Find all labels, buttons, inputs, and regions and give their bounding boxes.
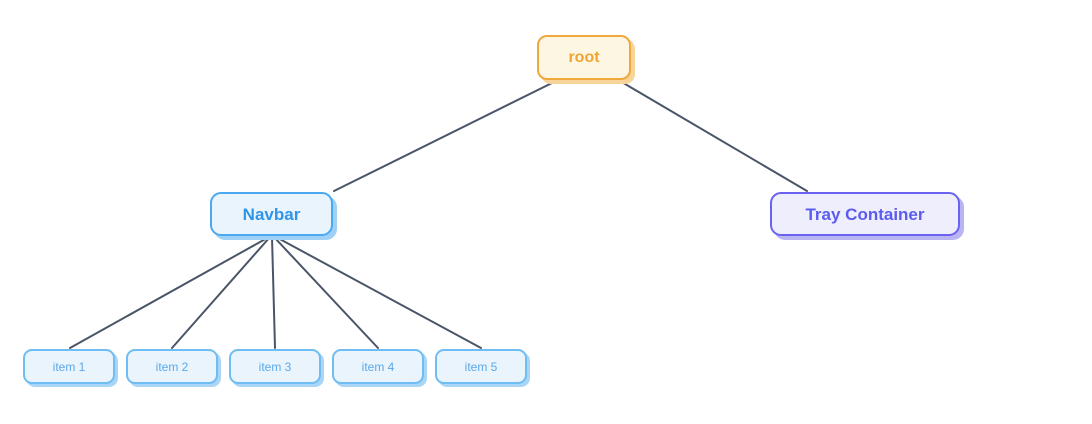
node-label-item1: item 1: [52, 359, 86, 374]
node-item5[interactable]: item 5: [435, 349, 527, 384]
node-label-item4: item 4: [361, 359, 395, 374]
edge-navbar-item1: [69, 236, 270, 349]
node-tray[interactable]: Tray Container: [770, 192, 960, 236]
edge-root-tray: [619, 80, 808, 192]
node-item4[interactable]: item 4: [332, 349, 424, 384]
node-label-item5: item 5: [464, 359, 498, 374]
node-label-item3: item 3: [258, 359, 292, 374]
node-label-item2: item 2: [155, 359, 189, 374]
edge-navbar-item4: [273, 236, 379, 349]
node-root[interactable]: root: [537, 35, 631, 80]
node-item3[interactable]: item 3: [229, 349, 321, 384]
edge-root-navbar: [333, 80, 557, 192]
edge-navbar-item3: [271, 236, 276, 349]
edge-navbar-item2: [171, 236, 271, 349]
node-navbar[interactable]: Navbar: [210, 192, 333, 236]
node-item1[interactable]: item 1: [23, 349, 115, 384]
node-item2[interactable]: item 2: [126, 349, 218, 384]
node-label-tray: Tray Container: [805, 204, 925, 224]
node-label-root: root: [568, 48, 600, 66]
node-label-navbar: Navbar: [242, 204, 301, 224]
edge-navbar-item5: [275, 236, 482, 349]
